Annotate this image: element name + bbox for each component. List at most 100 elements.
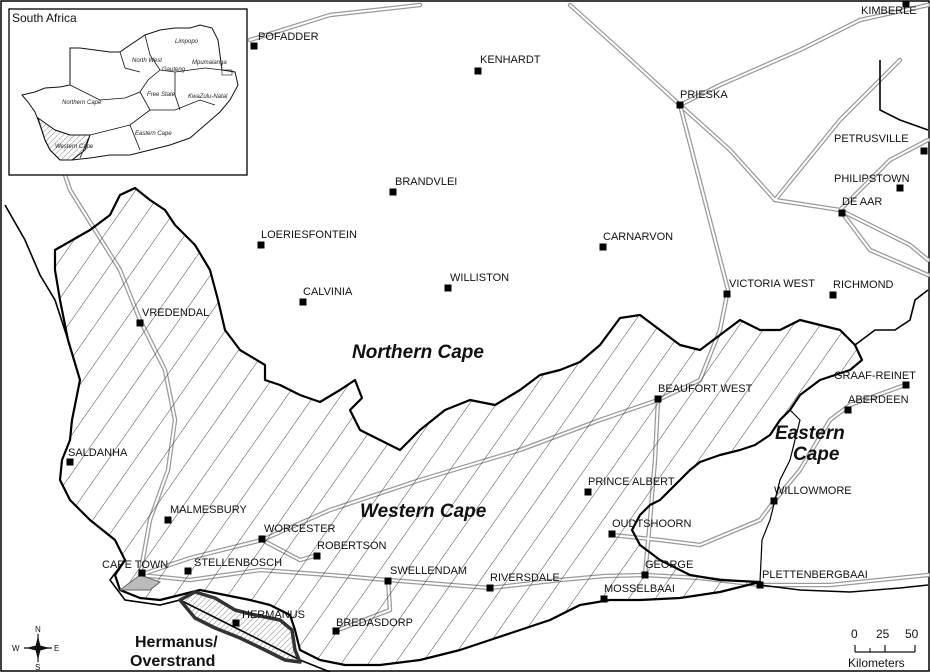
town-riversdale: RIVERSDALE <box>486 572 560 592</box>
town-bredasdorp: BREDASDORP <box>332 617 413 635</box>
town-petrusville: PETRUSVILLE <box>834 133 928 155</box>
town-graaff-reinet: GRAAF-REINET <box>834 370 916 389</box>
town-marker <box>896 184 904 192</box>
town-label: HERMANUS <box>242 609 305 621</box>
cape-peninsula <box>118 574 162 591</box>
inset-province-label: North West <box>132 58 162 64</box>
town-marker <box>232 619 240 627</box>
town-label: MOSSELBAAI <box>604 583 675 595</box>
town-marker <box>676 101 684 109</box>
town-hermanus: HERMANUS <box>232 609 305 627</box>
western-cape-region <box>53 186 864 667</box>
town-label: POFADDER <box>258 31 319 43</box>
town-label: CARNARVON <box>603 231 673 243</box>
town-marker <box>474 67 482 75</box>
inset-province-label: Eastern Cape <box>135 131 172 137</box>
town-label: WILLISTON <box>450 272 509 284</box>
town-willowmore: WILLOWMORE <box>770 485 852 505</box>
town-vredendal: VREDENDAL <box>136 307 209 327</box>
town-marker <box>654 395 662 403</box>
inset-province-label: Western Cape <box>55 144 94 150</box>
town-marker <box>444 284 452 292</box>
town-george: GEORGE <box>641 559 693 579</box>
town-label: PLETTENBERGBAAI <box>762 569 868 581</box>
town-de-aar: DE AAR <box>838 196 882 217</box>
inset-province-label: Limpopo <box>175 39 199 45</box>
town-marker <box>902 0 910 8</box>
town-marker <box>920 147 928 155</box>
town-label: GEORGE <box>645 559 693 571</box>
town-label: DE AAR <box>842 196 882 208</box>
provincial-border-ne <box>879 60 929 131</box>
town-marker <box>838 209 846 217</box>
town-label: STELLENBOSCH <box>194 557 282 569</box>
town-label: KIMBERLE <box>861 5 917 17</box>
town-brandvlei: BRANDVLEI <box>389 176 457 196</box>
inset-province-label: Gauteng <box>162 67 186 73</box>
town-label: WILLOWMORE <box>774 485 852 497</box>
town-marker <box>756 581 764 589</box>
town-label: BRANDVLEI <box>395 176 457 188</box>
town-beaufort-west: BEAUFORT WEST <box>654 383 753 403</box>
town-label: WORCESTER <box>264 523 336 535</box>
town-label: RIVERSDALE <box>490 572 560 584</box>
inset-province-borders <box>54 34 223 159</box>
inset-province-label: Free State <box>147 92 176 98</box>
town-marker <box>184 567 192 575</box>
town-calvinia: CALVINIA <box>299 286 353 306</box>
town-williston: WILLISTON <box>444 272 509 292</box>
town-label: PRIESKA <box>680 89 728 101</box>
scale-tick-label: 0 <box>851 627 858 641</box>
town-marker <box>599 243 607 251</box>
inset-map: South Africa Limpopo Gauteng Mpumalanga … <box>8 8 248 176</box>
town-label: SWELLENDAM <box>390 565 467 577</box>
scale-tick-label: 50 <box>905 627 919 641</box>
town-marker <box>723 290 731 298</box>
town-kenhardt: KENHARDT <box>474 54 541 75</box>
town-label: ROBERTSON <box>317 540 387 552</box>
town-marker <box>257 241 265 249</box>
town-stellenbosch: STELLENBOSCH <box>184 557 282 575</box>
hermanus-label-line2: Overstrand <box>130 653 215 670</box>
town-aberdeen: ABERDEEN <box>844 394 909 414</box>
town-label: LOERIESFONTEIN <box>261 229 357 241</box>
hermanus-overstrand-area <box>178 590 302 664</box>
town-label: VICTORIA WEST <box>729 278 815 290</box>
eastern-cape-west-border <box>759 409 801 583</box>
town-marker <box>332 627 340 635</box>
town-marker <box>486 584 494 592</box>
town-marker <box>844 406 852 414</box>
scale-tick-label: 25 <box>876 627 890 641</box>
inset-province-label: Mpumalanga <box>192 60 227 66</box>
town-label: CAPE TOWN <box>102 559 168 571</box>
town-marker <box>164 516 172 524</box>
inset-lesotho <box>221 69 233 76</box>
town-label: PHILIPSTOWN <box>834 173 910 185</box>
compass-w: W <box>12 644 20 653</box>
town-pofadder: POFADDER <box>250 31 319 50</box>
region-label-northern-cape: Northern Cape <box>352 342 484 363</box>
town-loeriesfontein: LOERIESFONTEIN <box>257 229 357 249</box>
eastern-cape-border <box>854 289 929 346</box>
town-label: ABERDEEN <box>848 394 909 406</box>
town-philipstown: PHILIPSTOWN <box>834 173 910 192</box>
scale-bar: 0 25 50 Kilometers <box>848 627 919 670</box>
town-marker <box>389 188 397 196</box>
town-marker <box>138 569 146 577</box>
town-malmesbury: MALMESBURY <box>164 504 247 524</box>
town-prieska: PRIESKA <box>676 89 728 109</box>
town-marker <box>829 291 837 299</box>
inset-western-cape <box>37 116 91 161</box>
town-prince-albert: PRINCE ALBERT <box>584 476 675 496</box>
southern-coast-east <box>759 584 929 593</box>
town-cape-town: CAPE TOWN <box>102 559 168 577</box>
town-label: BREDASDORP <box>336 617 413 629</box>
town-marker <box>902 381 910 389</box>
town-carnarvon: CARNARVON <box>599 231 673 251</box>
town-kimberley: KIMBERLE <box>861 0 917 17</box>
region-label-western-cape: Western Cape <box>360 501 487 522</box>
town-marker <box>600 595 608 603</box>
town-label: PRINCE ALBERT <box>588 476 675 488</box>
